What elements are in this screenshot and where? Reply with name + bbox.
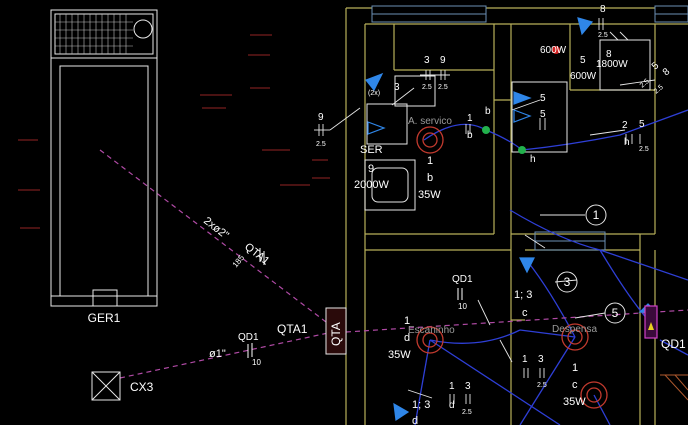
label-10-b: 10	[458, 302, 467, 311]
label-qd1-panel: QD1	[661, 337, 686, 351]
conduits-blue	[414, 109, 688, 425]
lamps	[416, 126, 608, 409]
walls	[345, 7, 688, 425]
c-1-m: 1	[449, 381, 455, 392]
leaders	[329, 79, 656, 399]
c-3-e: 3	[424, 55, 430, 66]
c-1800w: 1800W	[596, 59, 628, 70]
c-3-m: 3	[465, 381, 471, 392]
c-2-5-f: 2.5	[316, 141, 326, 148]
label-a-servico: A. servico	[408, 116, 452, 127]
small-switches	[482, 46, 560, 154]
c-d-n: d	[412, 415, 418, 425]
c-c-l: c	[572, 379, 578, 391]
label-qta1-a: QTA1	[277, 322, 308, 336]
c-2-5-k: 2.5	[537, 382, 547, 389]
label-escaninho: Escaninho	[408, 325, 455, 336]
label-ger1: GER1	[88, 311, 121, 325]
c-b-g: b	[467, 130, 473, 141]
c-600w-b: 600W	[570, 71, 597, 82]
label-185: 185	[231, 253, 247, 269]
c-35w-i: 35W	[418, 189, 441, 201]
circuit-annotations: 8 2.5 600W 5 8 1800W 600W 5 8 2.5 2.5 2 …	[316, 4, 673, 425]
feeders-magenta	[99, 149, 688, 379]
c-1-k2: 1	[522, 354, 528, 365]
c-35w-j: 35W	[388, 349, 411, 361]
c-b-i: b	[427, 172, 433, 184]
c-2000w: 2000W	[354, 179, 389, 191]
c-5-r: 5	[650, 60, 662, 72]
cx3-box	[91, 371, 121, 401]
qta-box-label: QTA	[329, 322, 343, 346]
faded-notes	[18, 34, 330, 229]
c-5-a: 5	[580, 55, 586, 66]
label-qd1-b: QD1	[452, 274, 473, 285]
c-2-5-r3: 2.5	[639, 146, 649, 153]
bubble-3: 3	[564, 275, 571, 289]
c-2-r: 2	[622, 120, 628, 131]
c-8-top: 8	[600, 4, 606, 15]
corner-hatch	[660, 374, 688, 401]
c-3-k2: 3	[538, 354, 544, 365]
c-9-e: 9	[440, 55, 446, 66]
qta-panel	[325, 307, 347, 355]
c-2-5-e1: 2.5	[422, 84, 432, 91]
c-9-h: 9	[368, 163, 374, 175]
c-h-g: h	[530, 154, 536, 165]
qd1-panel	[644, 305, 658, 339]
c-1-3-n: 1; 3	[412, 399, 430, 411]
generator-grille	[55, 14, 133, 54]
feeder-ticks	[247, 248, 463, 358]
top-windows	[371, 5, 688, 251]
c-c-k: c	[522, 307, 528, 319]
c-8-r: 8	[661, 66, 673, 78]
c-2-5-r2: 2.5	[653, 84, 665, 96]
bubble-5: 5	[612, 306, 619, 320]
label-despensa: Despensa	[552, 324, 597, 335]
c-9-f: 9	[318, 112, 324, 123]
c-5-r2: 5	[639, 119, 645, 130]
label-ser: SER	[360, 144, 383, 156]
c-1-g: 1	[467, 113, 473, 124]
label-cx3: CX3	[130, 380, 154, 394]
c-1-i: 1	[427, 155, 433, 167]
c-3-d: 3	[394, 82, 400, 93]
junction-boxes	[364, 39, 651, 211]
c-b-g2: b	[485, 106, 491, 117]
c-d-m: d	[449, 400, 455, 411]
c-35w-l: 35W	[563, 396, 586, 408]
outlets	[365, 17, 658, 422]
c-2-5-top: 2.5	[598, 32, 608, 39]
bubbles	[556, 204, 626, 324]
label-cable-1: ø1"	[209, 348, 226, 360]
c-1-j: 1	[404, 315, 410, 327]
c-1-3-k: 1; 3	[514, 289, 532, 301]
c-5-c: 5	[540, 109, 546, 120]
bubble-1: 1	[593, 208, 600, 222]
c-5-b: 5	[540, 93, 546, 104]
c-1-l: 1	[572, 362, 578, 374]
label-10-a: 10	[252, 358, 261, 367]
c-2-5-r1: 2.5	[639, 78, 651, 90]
c-h-r: h	[624, 137, 630, 148]
label-qta1-b: QTA1	[242, 241, 271, 268]
generator-ger1	[50, 9, 158, 307]
c-8-b: 8	[606, 49, 612, 60]
c-2-5-m: 2.5	[462, 409, 472, 416]
label-qd1-a: QD1	[238, 332, 259, 343]
c-2x: (2x)	[368, 90, 380, 97]
c-d-j: d	[404, 332, 410, 344]
c-600w-a: 600W	[540, 45, 567, 56]
c-2-5-e2: 2.5	[438, 84, 448, 91]
circuit-ticks	[314, 18, 641, 404]
